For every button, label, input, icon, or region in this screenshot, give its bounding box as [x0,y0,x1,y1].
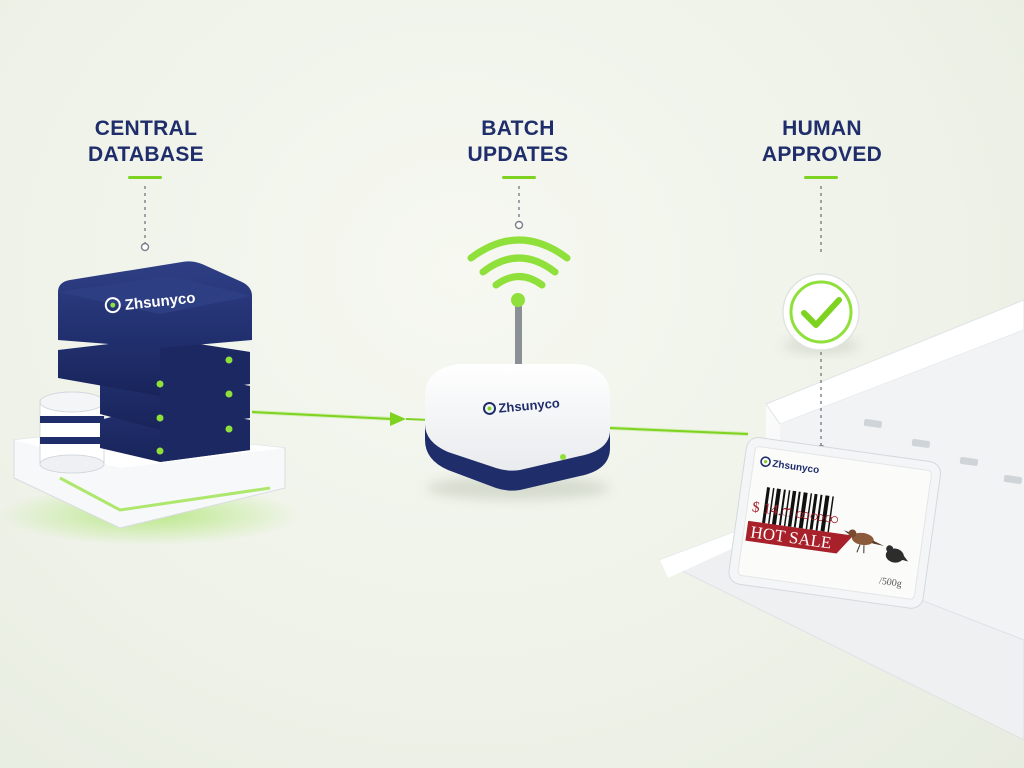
connector-dot [140,242,150,252]
server-unit [58,338,250,396]
stage-title-central-database: CENTRAL DATABASE [36,116,256,168]
stage-title-line: HUMAN [782,117,862,140]
gateway-illustration: Zhsunyco [425,236,610,500]
stage-title-line: DATABASE [88,143,204,166]
electronic-shelf-label: Zhsunyco $ 14.ෆ ထထထ HOT SALE [728,437,942,609]
connector-dot [514,220,524,230]
shelf-label-weight: /500g [878,576,902,590]
sale-banner [745,520,854,554]
barcode [762,487,834,533]
stage-title-human-approved: HUMAN APPROVED [712,116,932,168]
server-stack-illustration: Zhsunyco [0,261,300,545]
approval-badge [782,273,860,353]
brand-logo-icon: Zhsunyco [483,395,561,416]
title-accent-bar [804,176,838,179]
database-cylinder [39,391,105,474]
flow-connector [609,426,749,436]
checkmark-icon [801,297,842,328]
stage-title-line: UPDATES [467,143,569,166]
wifi-signal-icon [467,236,571,289]
title-accent-bar [502,176,536,179]
stage-title-line: CENTRAL [94,117,198,140]
stage-title-line: BATCH [481,117,555,140]
stage-title-batch-updates: BATCH UPDATES [408,116,628,168]
title-accent-bar [128,176,162,179]
flow-arrow [251,410,431,426]
stage-title-line: APPROVED [761,143,883,166]
bird-image [843,529,909,563]
brand-logo-text: Zhsunyco [498,395,561,415]
arrow-right-icon [390,412,406,426]
